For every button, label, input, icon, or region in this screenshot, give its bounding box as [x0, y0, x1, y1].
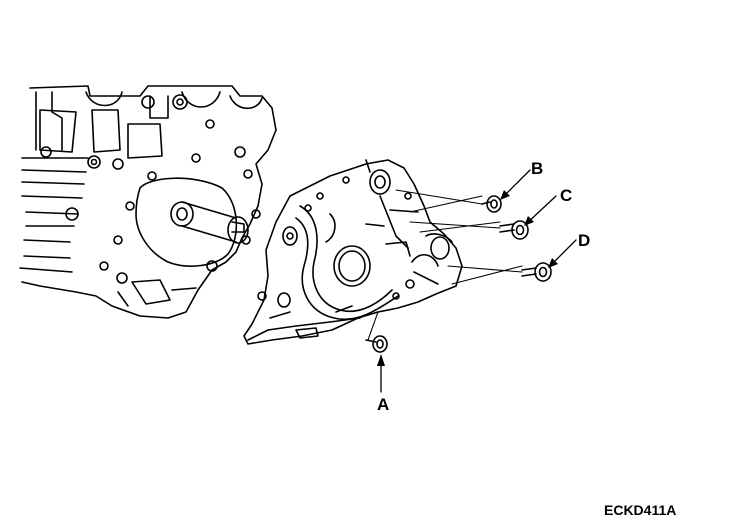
arrow-heads [377, 190, 558, 366]
callout-label-b: B [531, 159, 544, 178]
bolt-d [521, 262, 552, 282]
callout-label-c: C [560, 186, 573, 205]
bolt-b [481, 195, 502, 213]
bolt-a [365, 335, 388, 353]
oil-pump-housing [243, 159, 463, 345]
figure-code: ECKD411A [604, 502, 677, 518]
bolt-c [499, 220, 529, 240]
alignment-lines [367, 189, 523, 341]
callout-label-a: A [377, 395, 390, 414]
callout-label-d: D [578, 231, 591, 250]
engine-block [19, 85, 277, 319]
